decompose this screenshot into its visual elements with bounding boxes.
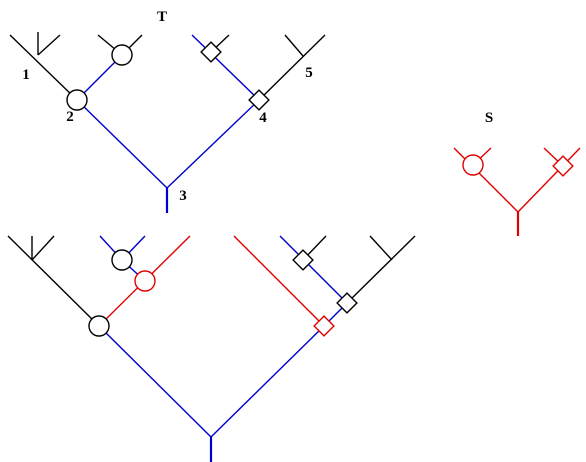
combined-edge [98, 325, 212, 438]
combined-edge [233, 235, 325, 327]
tree-t-circle-node [66, 89, 88, 111]
tree-s-title: S [485, 110, 493, 126]
tree-t: T 1 2 3 4 5 [9, 9, 326, 213]
tree-t-edge [166, 99, 260, 189]
tree-t-edge [9, 34, 78, 101]
combined-edge [346, 235, 416, 304]
tree-t-diamond-node [200, 41, 222, 63]
combined-diamond-node [336, 292, 358, 314]
tree-t-title: T [157, 9, 167, 25]
node-label-2: 2 [66, 109, 74, 125]
tree-t-edge [284, 34, 304, 57]
combined-circle-node [111, 249, 133, 271]
combined-edge [31, 235, 55, 261]
tree-t-edge [191, 34, 260, 101]
combined-edge [7, 235, 100, 327]
tree-t-circle-node [111, 44, 133, 66]
tree-s-edge [453, 147, 519, 213]
node-label-3: 3 [179, 188, 187, 204]
tree-s: S [453, 110, 581, 236]
node-label-1: 1 [22, 67, 30, 83]
tree-t-edge [76, 99, 168, 189]
tree-t-edge [258, 34, 326, 101]
combined-diamond-node [313, 315, 335, 337]
tree-s-diamond-node [552, 155, 574, 177]
node-label-5: 5 [305, 65, 313, 81]
combined-edge [369, 235, 393, 261]
combined-circle-node [88, 315, 110, 337]
tree-t-edge [37, 34, 61, 56]
tree-s-edge [517, 147, 581, 213]
node-label-4: 4 [259, 110, 267, 126]
combined-tree [7, 235, 416, 462]
combined-edge [210, 325, 325, 438]
tree-s-circle-node [462, 154, 484, 176]
tree-t-diamond-node [248, 89, 270, 111]
combined-edge [279, 235, 348, 304]
combined-diamond-node [292, 249, 314, 271]
combined-circle-node [134, 270, 156, 292]
